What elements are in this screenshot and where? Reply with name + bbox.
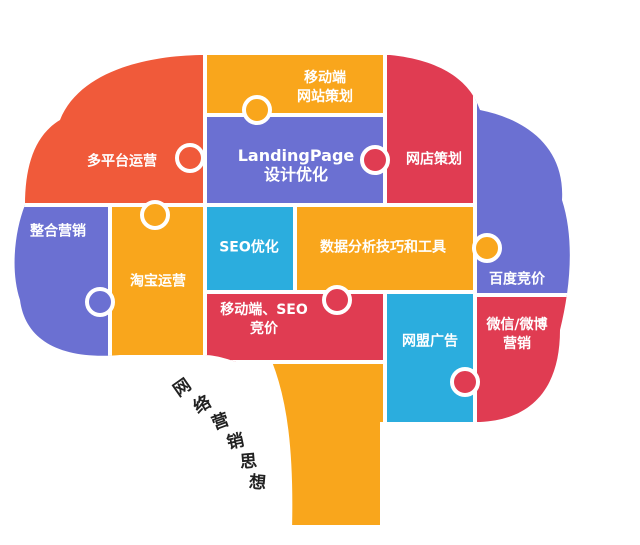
knob <box>140 200 170 230</box>
title-char: 营 <box>209 409 232 435</box>
label-integrated-marketing: 整合营销 <box>30 223 86 240</box>
piece-mobile-site <box>203 55 387 117</box>
label-multi-platform: 多平台运营 <box>87 153 157 170</box>
knob <box>85 287 115 317</box>
label-baidu: 百度竞价 <box>489 271 545 288</box>
title-char: 网 <box>169 374 196 402</box>
label-data-analysis: 数据分析技巧和工具 <box>320 239 446 256</box>
title-char: 想 <box>248 472 267 494</box>
knob <box>322 285 352 315</box>
piece-alliance-ads <box>383 290 477 429</box>
title-char: 思 <box>239 451 258 473</box>
piece-multi-platform <box>14 55 207 207</box>
label-mobile-site: 移动端网站策划 <box>297 70 353 105</box>
title-char: 销 <box>225 430 246 454</box>
brain-stem <box>267 360 387 525</box>
label-alliance-ads: 网盟广告 <box>402 333 458 350</box>
piece-taobao <box>108 203 207 367</box>
piece-shop-planning <box>383 55 477 207</box>
knob <box>175 143 205 173</box>
label-shop-planning: 网店策划 <box>406 151 462 168</box>
piece-seo <box>203 203 297 294</box>
label-wechat-weibo: 微信/微博营销 <box>486 317 548 352</box>
knob <box>450 367 480 397</box>
knob <box>360 145 390 175</box>
label-taobao: 淘宝运营 <box>130 273 186 290</box>
knob <box>472 233 502 263</box>
label-seo: SEO优化 <box>219 239 279 256</box>
curved-title: 网络营销思想 <box>165 370 275 500</box>
knob <box>242 95 272 125</box>
